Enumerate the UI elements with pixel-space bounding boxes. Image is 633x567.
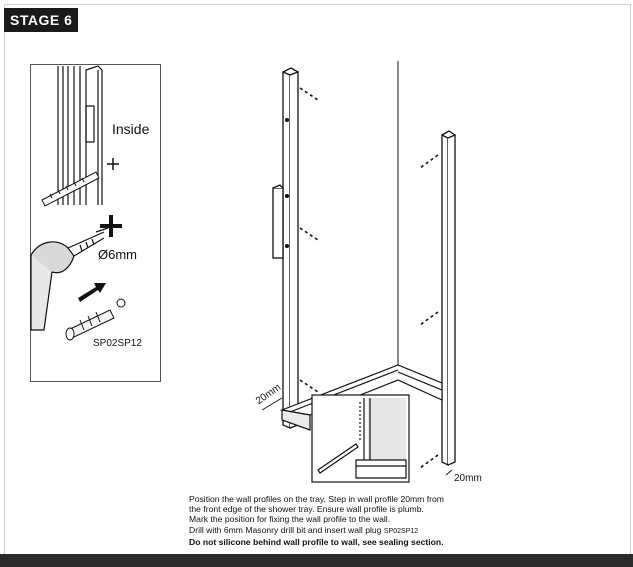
wall-plug-icon [65,298,126,341]
footer-bar [0,554,633,567]
plus-large-icon [100,215,122,237]
instruction-warning: Do not silicone behind wall profile to w… [189,536,444,547]
screw-detail-icon [41,171,100,207]
instruction-line-1: Position the wall profiles on the tray. … [189,494,444,504]
drill-size-label: Ø6mm [98,247,137,262]
inside-label: Inside [112,121,150,137]
zoom-inset [311,394,410,483]
instruction-line-4: Drill with 6mm Masonry drill bit and ins… [189,525,489,537]
instruction-line-4-text: Drill with 6mm Masonry drill bit and ins… [189,524,382,535]
drill-icon [30,227,109,331]
detail-inset [30,64,161,382]
left-wall-profile [272,67,299,429]
fixing-marks [299,87,439,469]
stage-badge: STAGE 6 [4,8,79,32]
dimension-right-label: 20mm [454,473,482,484]
plus-small-icon [107,158,119,170]
dimension-marks [261,397,453,476]
instruction-line-4-code: SP02SP12 [383,527,419,535]
instruction-line-3: Mark the position for fixing the wall pr… [189,514,391,525]
wall-profile-detail [57,65,103,205]
right-wall-profile [441,130,456,467]
direction-arrow-icon [78,283,106,302]
part-code-label: SP02SP12 [93,338,142,349]
instructions-text: Position the wall profiles on the tray. … [189,494,489,547]
instruction-line-2: the front edge of the shower tray. Ensur… [189,504,424,515]
